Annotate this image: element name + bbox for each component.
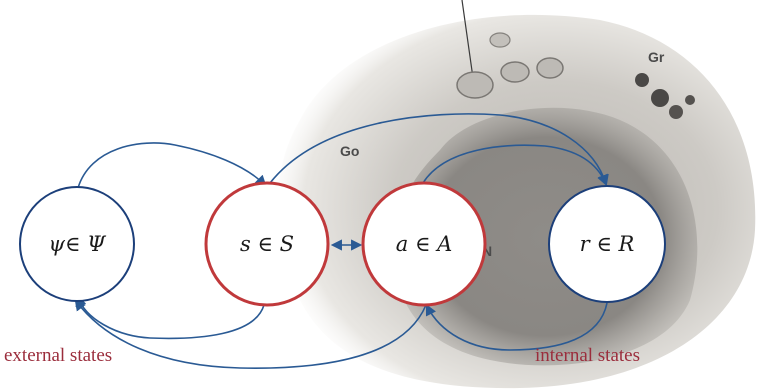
- node-r-label: r ∈ R: [580, 232, 635, 256]
- granule: [669, 105, 683, 119]
- node-a-label: a ∈ A: [396, 232, 453, 256]
- organelle: [456, 71, 494, 99]
- node-psi-circle: [19, 186, 135, 302]
- cell-label-go: Go: [340, 143, 359, 159]
- node-r: r ∈ R: [548, 185, 666, 303]
- node-s: s ∈ S: [204, 181, 330, 307]
- organelle: [489, 32, 511, 48]
- caption-external-states: external states: [4, 345, 112, 366]
- node-a-circle: [361, 181, 487, 307]
- arrow-psi-to-s: [77, 142, 267, 189]
- node-r-circle: [548, 185, 666, 303]
- micropipette: [461, 0, 475, 86]
- arrow-a-to-r: [422, 144, 608, 187]
- organelle: [500, 61, 530, 83]
- organelle: [536, 57, 564, 79]
- granule: [651, 89, 669, 107]
- caption-internal-states: internal states: [535, 345, 640, 366]
- node-a: a ∈ A: [361, 181, 487, 307]
- cell-label-gr: Gr: [648, 49, 665, 65]
- arrow-r-to-a: [425, 302, 608, 351]
- node-psi: ψ∈ Ψ: [19, 186, 135, 302]
- cell-label-n: N: [482, 243, 492, 259]
- cell-micrograph-background: Go Gr N: [277, 0, 756, 389]
- node-psi-label: ψ∈ Ψ: [48, 232, 107, 256]
- arrow-a-to-psi: [74, 299, 427, 369]
- granule: [685, 95, 695, 105]
- arrow-s-to-r: [269, 113, 609, 187]
- arrow-s-to-psi: [75, 294, 265, 340]
- node-s-circle: [204, 181, 330, 307]
- granule: [635, 73, 649, 87]
- edges: [74, 113, 609, 369]
- node-s-label: s ∈ S: [240, 232, 294, 256]
